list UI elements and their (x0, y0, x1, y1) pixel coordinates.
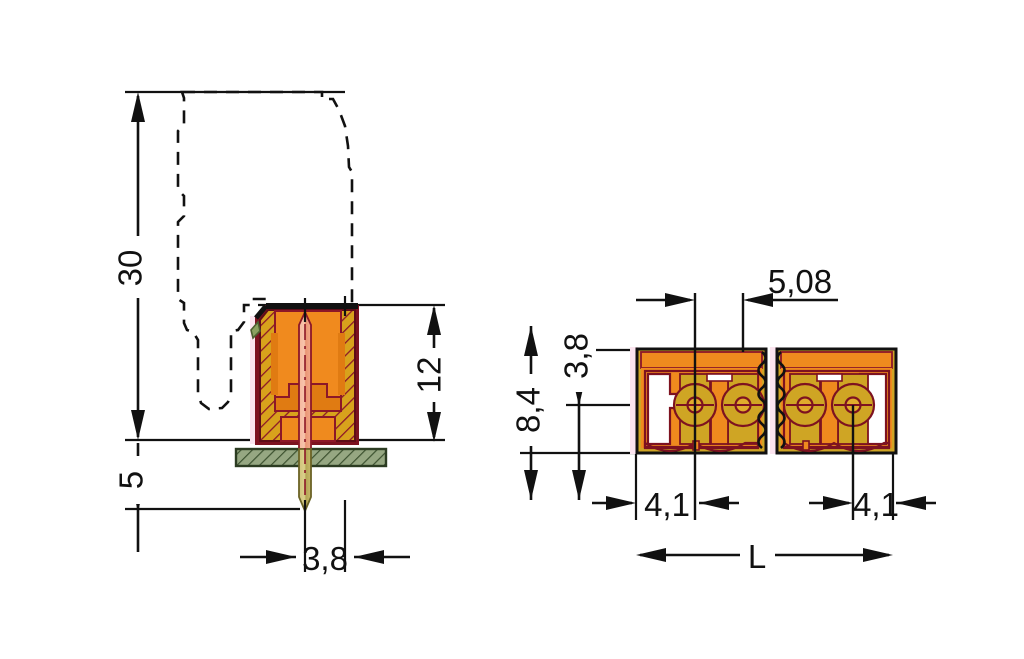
side-view-witness-lines (125, 90, 445, 511)
solder-pin (298, 309, 312, 514)
dim-height-total: 30 (112, 92, 150, 440)
dim-edge-offset-right: 4,1 (809, 486, 936, 523)
dim-overall-length: L (636, 538, 893, 575)
dim-label-height-body: 12 (411, 357, 448, 394)
dim-label-edge-offset-left: 4,1 (644, 486, 690, 523)
dim-label-pin-length: 5 (113, 471, 150, 489)
connector-top-left-half (630, 347, 768, 455)
dim-height-body: 12 (411, 305, 452, 442)
dim-label-pin-spacing: 5,08 (768, 263, 832, 300)
dim-label-edge-offset-right: 4,1 (853, 486, 899, 523)
dim-label-height-total: 30 (112, 250, 149, 287)
top-view-pin-centre-lines (693, 293, 855, 520)
dim-edge-offset-left: 4,1 (592, 486, 739, 523)
dim-depth-total: 8,4 (508, 326, 548, 500)
dim-label-depth-total: 8,4 (510, 387, 547, 433)
dim-pin-length: 5 (113, 443, 150, 552)
dim-label-overall-length: L (748, 538, 766, 575)
dim-label-pin-width: 3,8 (302, 540, 348, 577)
dim-depth-front: 3,8 (556, 320, 596, 500)
dim-pin-width: 3,8 (240, 540, 410, 577)
side-view-group: 30 5 12 3,8 (112, 90, 452, 577)
side-view-centre-lines (303, 296, 347, 572)
top-view-group: 5,08 8,4 3,8 (508, 263, 936, 575)
dim-pin-spacing: 5,08 (636, 263, 838, 307)
connector-top-right-half (770, 347, 898, 455)
dim-label-depth-front: 3,8 (558, 333, 595, 379)
mating-plug-dashed-outline (176, 90, 354, 411)
